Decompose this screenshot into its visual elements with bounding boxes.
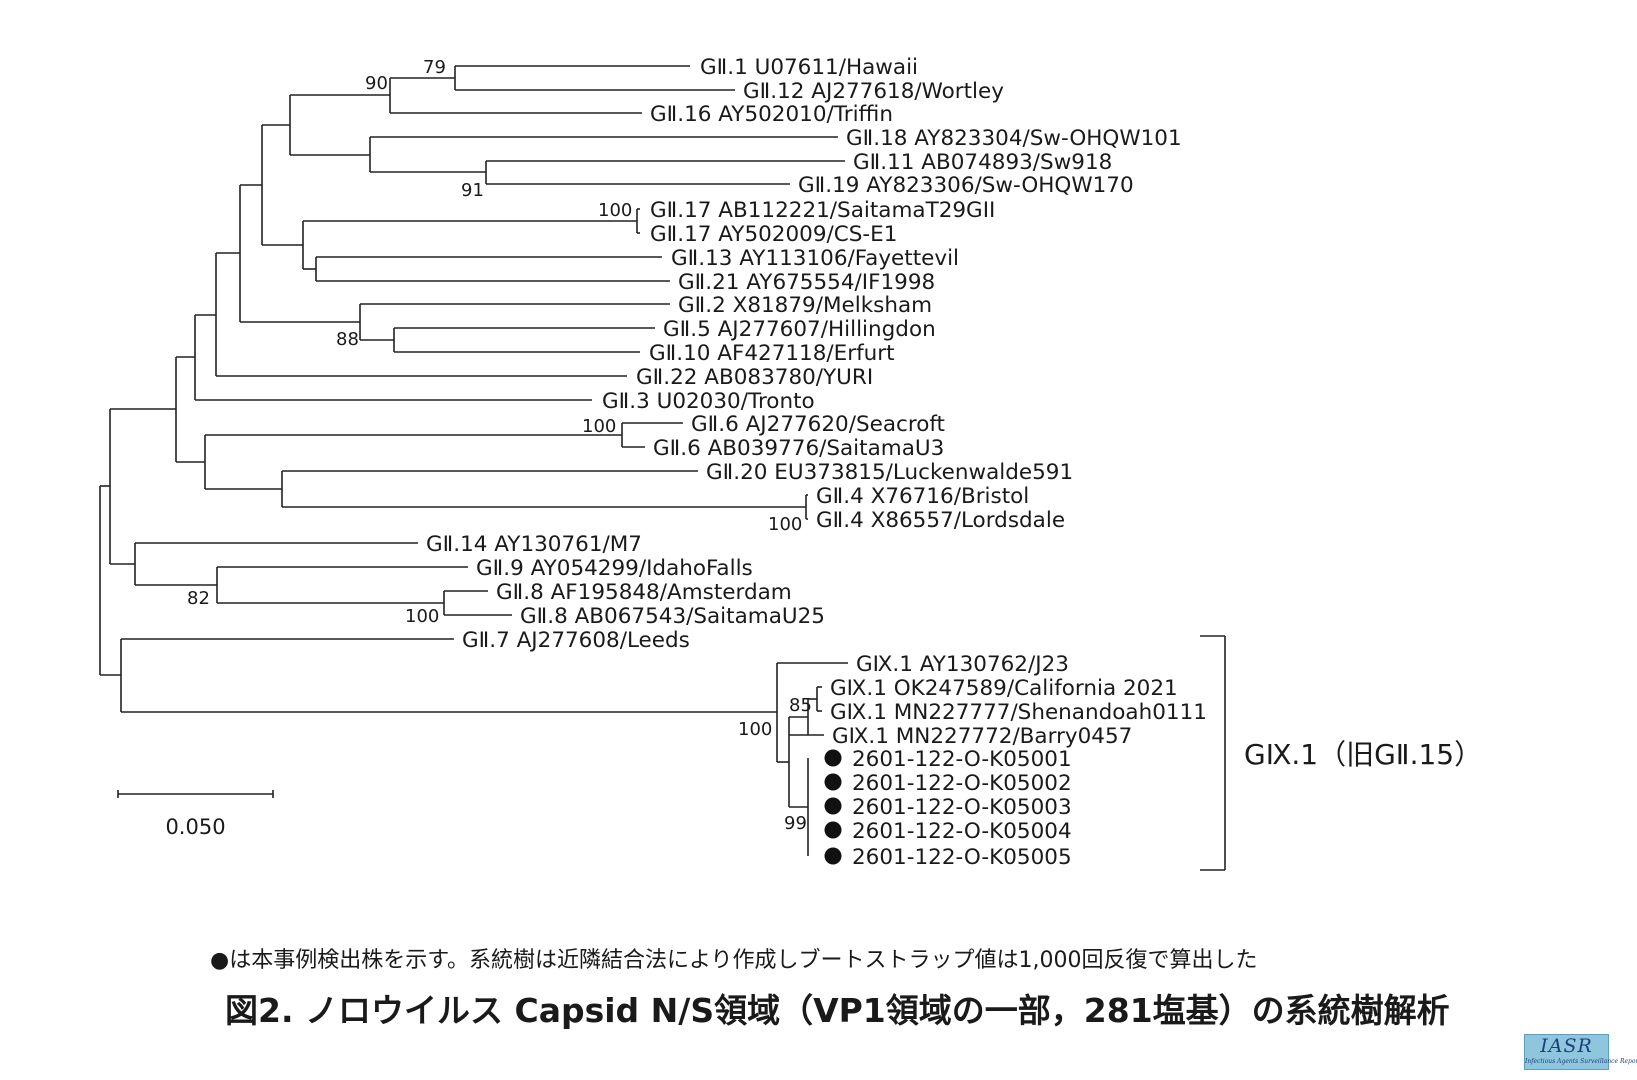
taxon-label: GⅡ.11 AB074893/Sw918 xyxy=(853,150,1112,175)
bootstrap-value: 91 xyxy=(461,180,484,201)
taxon-label: GⅡ.8 AF195848/Amsterdam xyxy=(496,580,792,605)
logo-sub-text: Infectious Agents Surveillance Report xyxy=(1525,1058,1637,1065)
bootstrap-value: 99 xyxy=(784,813,807,834)
logo-main-text: IASR xyxy=(1540,1035,1593,1057)
taxon-label: GⅨ.1 OK247589/California 2021 xyxy=(830,676,1178,701)
taxon-label: GⅡ.14 AY130761/M7 xyxy=(426,532,642,557)
taxon-label: 2601-122-O-K05002 xyxy=(852,771,1072,796)
bootstrap-value: 100 xyxy=(405,606,439,627)
taxon-label: GⅡ.6 AJ277620/Seacroft xyxy=(691,412,945,437)
footnote: ●は本事例検出株を示す。系統樹は近隣結合法により作成しブートストラップ値は1,0… xyxy=(210,948,1258,973)
detected-strain-marker xyxy=(824,797,842,815)
taxon-label: GⅡ.17 AB112221/SaitamaT29GII xyxy=(650,198,995,223)
taxon-label: GⅨ.1 MN227777/Shenandoah0111 xyxy=(830,700,1207,725)
taxon-label: GⅡ.4 X76716/Bristol xyxy=(816,484,1029,509)
figure-title: 図2. ノロウイルス Capsid N/S領域（VP1領域の一部，281塩基）の… xyxy=(225,991,1450,1030)
taxon-label: GⅡ.21 AY675554/IF1998 xyxy=(678,270,935,295)
taxon-label: 2601-122-O-K05003 xyxy=(852,795,1072,820)
taxon-label: 2601-122-O-K05005 xyxy=(852,845,1072,870)
taxon-label: GⅡ.4 X86557/Lordsdale xyxy=(816,508,1065,533)
clade-label: GⅨ.1（旧GⅡ.15） xyxy=(1244,738,1482,771)
taxon-label: GⅡ.18 AY823304/Sw-OHQW101 xyxy=(846,126,1182,151)
taxon-label: GⅡ.2 X81879/Melksham xyxy=(678,293,932,318)
detected-strain-marker xyxy=(824,773,842,791)
taxon-label: GⅨ.1 AY130762/J23 xyxy=(856,652,1069,677)
bootstrap-value: 90 xyxy=(365,73,388,94)
scale-bar-label: 0.050 xyxy=(165,815,225,839)
detected-strain-marker xyxy=(824,821,842,839)
taxon-label: GⅡ.7 AJ277608/Leeds xyxy=(462,628,690,653)
taxon-label: GⅡ.8 AB067543/SaitamaU25 xyxy=(520,604,825,629)
bootstrap-value: 88 xyxy=(336,329,359,350)
bootstrap-value: 100 xyxy=(768,514,802,535)
taxon-label: 2601-122-O-K05004 xyxy=(852,819,1072,844)
taxon-label: GⅡ.20 EU373815/Luckenwalde591 xyxy=(706,460,1073,485)
taxon-label: GⅡ.5 AJ277607/Hillingdon xyxy=(663,317,936,342)
bootstrap-value: 85 xyxy=(789,695,812,716)
bootstrap-value: 82 xyxy=(187,588,210,609)
detected-strain-marker xyxy=(824,847,842,865)
bootstrap-value: 100 xyxy=(598,200,632,221)
taxon-label: GⅨ.1 MN227772/Barry0457 xyxy=(832,724,1132,749)
taxon-label: GⅡ.6 AB039776/SaitamaU3 xyxy=(653,436,944,461)
taxon-label: GⅡ.13 AY113106/Fayettevil xyxy=(671,246,959,271)
detected-strain-marker xyxy=(824,749,842,767)
taxon-label: GⅡ.19 AY823306/Sw-OHQW170 xyxy=(798,173,1134,198)
bootstrap-value: 100 xyxy=(582,416,616,437)
taxon-label: GⅡ.16 AY502010/Triffin xyxy=(650,102,893,127)
taxon-label: 2601-122-O-K05001 xyxy=(852,747,1072,772)
taxon-label: GⅡ.17 AY502009/CS-E1 xyxy=(650,222,897,247)
bootstrap-value: 79 xyxy=(423,57,446,78)
taxon-label: GⅡ.10 AF427118/Erfurt xyxy=(649,341,895,366)
taxon-label: GⅡ.9 AY054299/IdahoFalls xyxy=(476,556,753,581)
taxon-label: GⅡ.3 U02030/Tronto xyxy=(602,389,815,414)
iasr-logo: IASR Infectious Agents Surveillance Repo… xyxy=(1524,1034,1637,1070)
bootstrap-value: 100 xyxy=(738,719,772,740)
taxon-label: GⅡ.22 AB083780/YURI xyxy=(636,365,873,390)
taxon-label: GⅡ.1 U07611/Hawaii xyxy=(700,55,918,80)
taxon-label: GⅡ.12 AJ277618/Wortley xyxy=(743,79,1004,104)
